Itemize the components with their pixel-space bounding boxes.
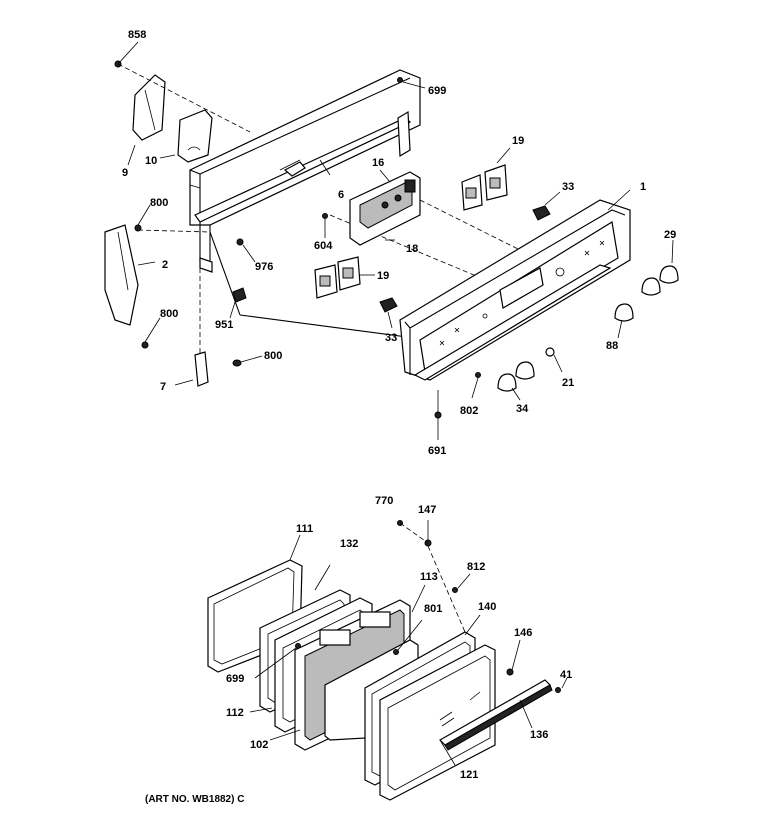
callout-6: 6 — [338, 189, 344, 201]
part-800-screw-a — [134, 204, 151, 232]
callout-10: 10 — [145, 155, 157, 167]
callout-7: 7 — [160, 381, 166, 393]
callout-147: 147 — [418, 504, 436, 516]
part-6-backsplash-housing — [189, 69, 426, 273]
callout-951: 951 — [215, 319, 233, 331]
callout-19-mid: 19 — [377, 270, 389, 282]
part-951-clip — [229, 287, 247, 319]
callout-858: 858 — [128, 29, 146, 41]
part-812-screw — [452, 573, 471, 593]
callout-113: 113 — [420, 571, 438, 583]
callout-770: 770 — [375, 495, 393, 507]
part-121-outer-glass — [379, 644, 496, 801]
part-16-control-board — [349, 169, 421, 246]
callout-29: 29 — [664, 229, 676, 241]
part-691-screw — [434, 390, 442, 440]
part-19-switches-top — [461, 147, 511, 211]
alignment-line — [239, 314, 431, 341]
callout-16: 16 — [372, 157, 384, 169]
callout-2: 2 — [162, 259, 168, 271]
callout-699-bottom: 699 — [226, 673, 244, 685]
part-1-control-panel — [399, 189, 631, 381]
callout-9: 9 — [122, 167, 128, 179]
part-9-bracket — [127, 74, 166, 166]
part-2-side-trim — [104, 224, 156, 326]
part-800-screw-b — [141, 317, 161, 349]
callout-136: 136 — [530, 729, 548, 741]
callout-802: 802 — [460, 405, 478, 417]
alignment-line — [117, 63, 251, 133]
alignment-line — [137, 229, 211, 233]
callout-604: 604 — [314, 240, 333, 252]
part-136-handle — [439, 679, 553, 751]
part-29-knobs — [641, 239, 679, 296]
part-976-screw — [236, 238, 256, 263]
part-10-end-cap — [159, 109, 213, 163]
part-33-clip-mid — [379, 297, 398, 329]
callout-1: 1 — [640, 181, 646, 193]
callout-800-c: 800 — [264, 350, 282, 362]
callout-112: 112 — [226, 707, 244, 719]
callout-140: 140 — [478, 601, 496, 613]
callout-691: 691 — [428, 445, 446, 457]
part-34-knobs — [497, 361, 535, 401]
callout-699-top: 699 — [428, 85, 446, 97]
alignment-line — [419, 199, 521, 251]
part-146-screw — [506, 639, 521, 676]
part-147-770-screws — [397, 520, 466, 633]
part-802-screw — [471, 372, 481, 399]
part-801-screw — [393, 619, 423, 655]
callout-88: 88 — [606, 340, 618, 352]
callout-801: 801 — [424, 603, 442, 615]
callout-34: 34 — [516, 403, 529, 415]
callout-19-top: 19 — [512, 135, 524, 147]
alignment-line — [209, 231, 241, 316]
callout-976: 976 — [255, 261, 273, 273]
callout-111: 111 — [296, 523, 313, 535]
part-33-clip-top — [532, 191, 561, 221]
callout-132: 132 — [340, 538, 358, 550]
part-19-switches-mid — [314, 256, 375, 299]
part-41-screw — [555, 677, 568, 693]
callout-18: 18 — [406, 243, 418, 255]
callout-812: 812 — [467, 561, 485, 573]
part-858-screw — [114, 41, 139, 68]
callout-33-top: 33 — [562, 181, 574, 193]
callout-102: 102 — [250, 739, 268, 751]
callout-146: 146 — [514, 627, 532, 639]
art-number: (ART NO. WB1882) C — [145, 794, 244, 805]
part-604-screw — [322, 213, 328, 238]
part-21-clip — [545, 347, 563, 373]
callout-121: 121 — [460, 769, 478, 781]
callout-41: 41 — [560, 669, 572, 681]
callout-800-a: 800 — [150, 197, 168, 209]
callout-800-b: 800 — [160, 308, 178, 320]
part-7-bracket — [174, 351, 209, 387]
callout-21: 21 — [562, 377, 574, 389]
part-88-knob — [614, 303, 634, 339]
part-800-screw-c — [232, 355, 263, 367]
callout-33-mid: 33 — [385, 332, 397, 344]
